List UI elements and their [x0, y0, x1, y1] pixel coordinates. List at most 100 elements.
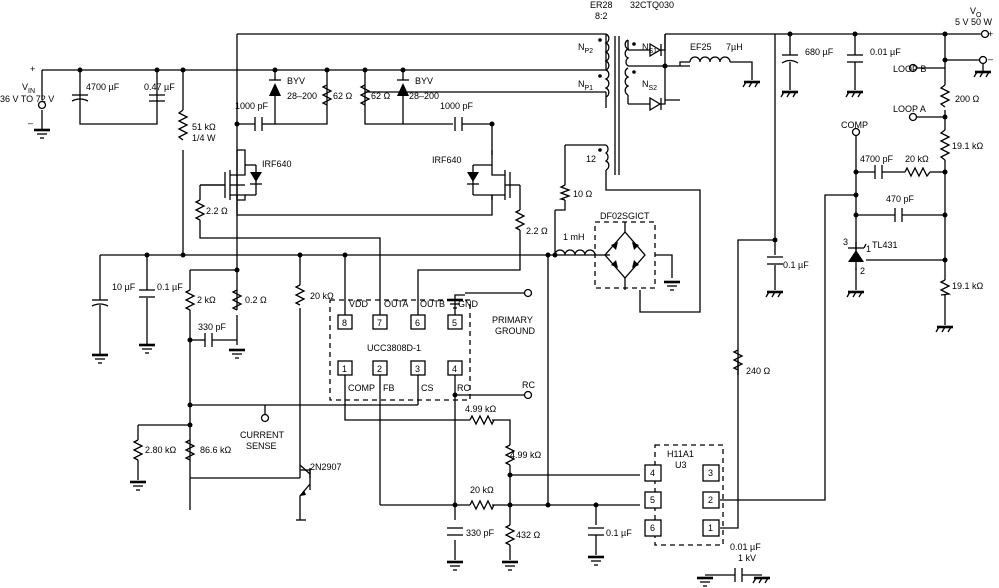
transistor-label: 2N2907 [310, 462, 342, 472]
aux-turns-label: 12 [586, 154, 596, 164]
r19-1b-label: 19.1 kΩ [952, 281, 984, 291]
current-sense-line1: CURRENT [240, 430, 285, 440]
labels: ER28 8:2 32CTQ030 NP2 NP1 NS1 NS2 12 EF2… [0, 0, 993, 563]
c-330-top-label: 330 pF [198, 322, 227, 332]
opto-pin2: 2 [708, 495, 713, 505]
vin-label: V [22, 82, 28, 92]
byv2-rating: 28–200 [409, 91, 439, 101]
r2-2b-label: 2.2 Ω [526, 226, 548, 236]
opto-pin6: 6 [650, 523, 655, 533]
terminals [37, 29, 990, 423]
c-y-label: 0.01 µF [730, 542, 761, 552]
pin5-num: 5 [452, 318, 457, 328]
comp-terminal [851, 127, 861, 137]
r4-99b-label: 4.99 kΩ [510, 450, 542, 460]
svg-text:VIN: VIN [22, 82, 35, 95]
controller-ic [329, 299, 471, 401]
vo-label: V [970, 6, 976, 16]
c-vdd1-label: 10 µF [112, 282, 136, 292]
ns1-label: N [642, 42, 649, 52]
ns2-label: N [642, 79, 649, 89]
pin8-name: VDD [349, 299, 369, 309]
byv1-label: BYV [287, 76, 305, 86]
r2-2a-label: 2.2 Ω [206, 206, 228, 216]
opto-name: H11A1 [667, 449, 694, 459]
pin4-num: 4 [452, 364, 457, 374]
output-inductor-value: 7µH [726, 42, 743, 52]
primary-ground-terminal [523, 288, 533, 298]
bridge-rectifier [594, 221, 656, 290]
pin2-num: 2 [377, 364, 382, 374]
transformer-ratio: 8:2 [595, 11, 608, 21]
input-inductor [554, 249, 596, 256]
c-out1-label: 680 µF [805, 47, 834, 57]
junctions [77, 31, 948, 508]
wires [41, 33, 985, 576]
pin1-num: 1 [342, 364, 347, 374]
vo-minus: – [988, 54, 993, 64]
transformer [598, 33, 665, 175]
c-4700p-label: 4700 pF [860, 154, 894, 164]
svg-text:NP1: NP1 [578, 79, 593, 92]
svg-text:NS1: NS1 [642, 42, 657, 55]
loop-b-label: LOOP B [893, 64, 926, 74]
opto-ref: U3 [675, 460, 687, 470]
pin7-name: OUTA [384, 299, 408, 309]
pin1-name: COMP [348, 383, 375, 393]
svg-text:NS2: NS2 [642, 79, 657, 92]
loop-b-terminal [908, 63, 918, 73]
tl431-pin2: 2 [860, 266, 865, 276]
c-0-1-mid-label: 0.1 µF [783, 260, 809, 270]
r10-label: 10 Ω [573, 189, 593, 199]
c-vdd2-label: 0.1 µF [157, 282, 183, 292]
transformer-name: ER28 [590, 0, 613, 10]
comp-label: COMP [841, 120, 868, 130]
vo-plus: + [988, 29, 993, 39]
opto-pin1: 1 [708, 523, 713, 533]
vin-plus: + [30, 64, 35, 74]
c-out2-label: 0.01 µF [870, 47, 901, 57]
loop-a-terminal [908, 112, 918, 122]
opto-pin4: 4 [650, 468, 655, 478]
mosfets [200, 149, 520, 201]
np1-label: N [578, 79, 585, 89]
grounds [34, 64, 991, 587]
r20k-vdd-label: 20 kΩ [310, 291, 334, 301]
diodes [269, 34, 666, 112]
r51k-label: 51 kΩ [192, 122, 216, 132]
vin-terminal [37, 100, 47, 110]
r51k [177, 109, 189, 141]
pin8-num: 8 [342, 318, 347, 328]
resistors [132, 84, 952, 546]
output-diode-label: 32CTQ030 [630, 0, 674, 10]
c-in-bulk-label: 4700 µF [86, 82, 120, 92]
c-330-bot-label: 330 pF [466, 528, 495, 538]
pin6-num: 6 [415, 318, 420, 328]
r86-6k-label: 86.6 kΩ [200, 445, 232, 455]
current-sense-line2: SENSE [246, 441, 277, 451]
transistor-2n2907 [296, 464, 311, 521]
svg-text:NP2: NP2 [578, 42, 593, 55]
tl431-pin1: 1 [866, 244, 871, 254]
current-sense-terminal [260, 413, 270, 423]
r200-label: 200 Ω [955, 94, 980, 104]
tl431 [848, 242, 867, 270]
c-in-hf-label: 0.47 µF [144, 82, 175, 92]
svg-text:VO: VO [970, 6, 982, 19]
vo-terminal [980, 29, 990, 39]
vin-range: 36 V TO 72 V [0, 94, 54, 104]
c-y-rating: 1 kV [738, 553, 756, 563]
r62b-label: 62 Ω [371, 91, 391, 101]
r2-80k-label: 2.80 kΩ [145, 445, 177, 455]
byv1-rating: 28–200 [287, 91, 317, 101]
r432-label: 432 Ω [516, 530, 541, 540]
opto-pin3: 3 [708, 468, 713, 478]
pin6-name: OUTB [420, 299, 445, 309]
r19-1a-label: 19.1 kΩ [952, 141, 984, 151]
vo-spec: 5 V 50 W [955, 17, 993, 27]
c-snub1-label: 1000 pF [235, 101, 269, 111]
r20k-bot-label: 20 kΩ [470, 485, 494, 495]
primary-ground-line2: GROUND [495, 326, 535, 336]
optocoupler [644, 444, 724, 546]
